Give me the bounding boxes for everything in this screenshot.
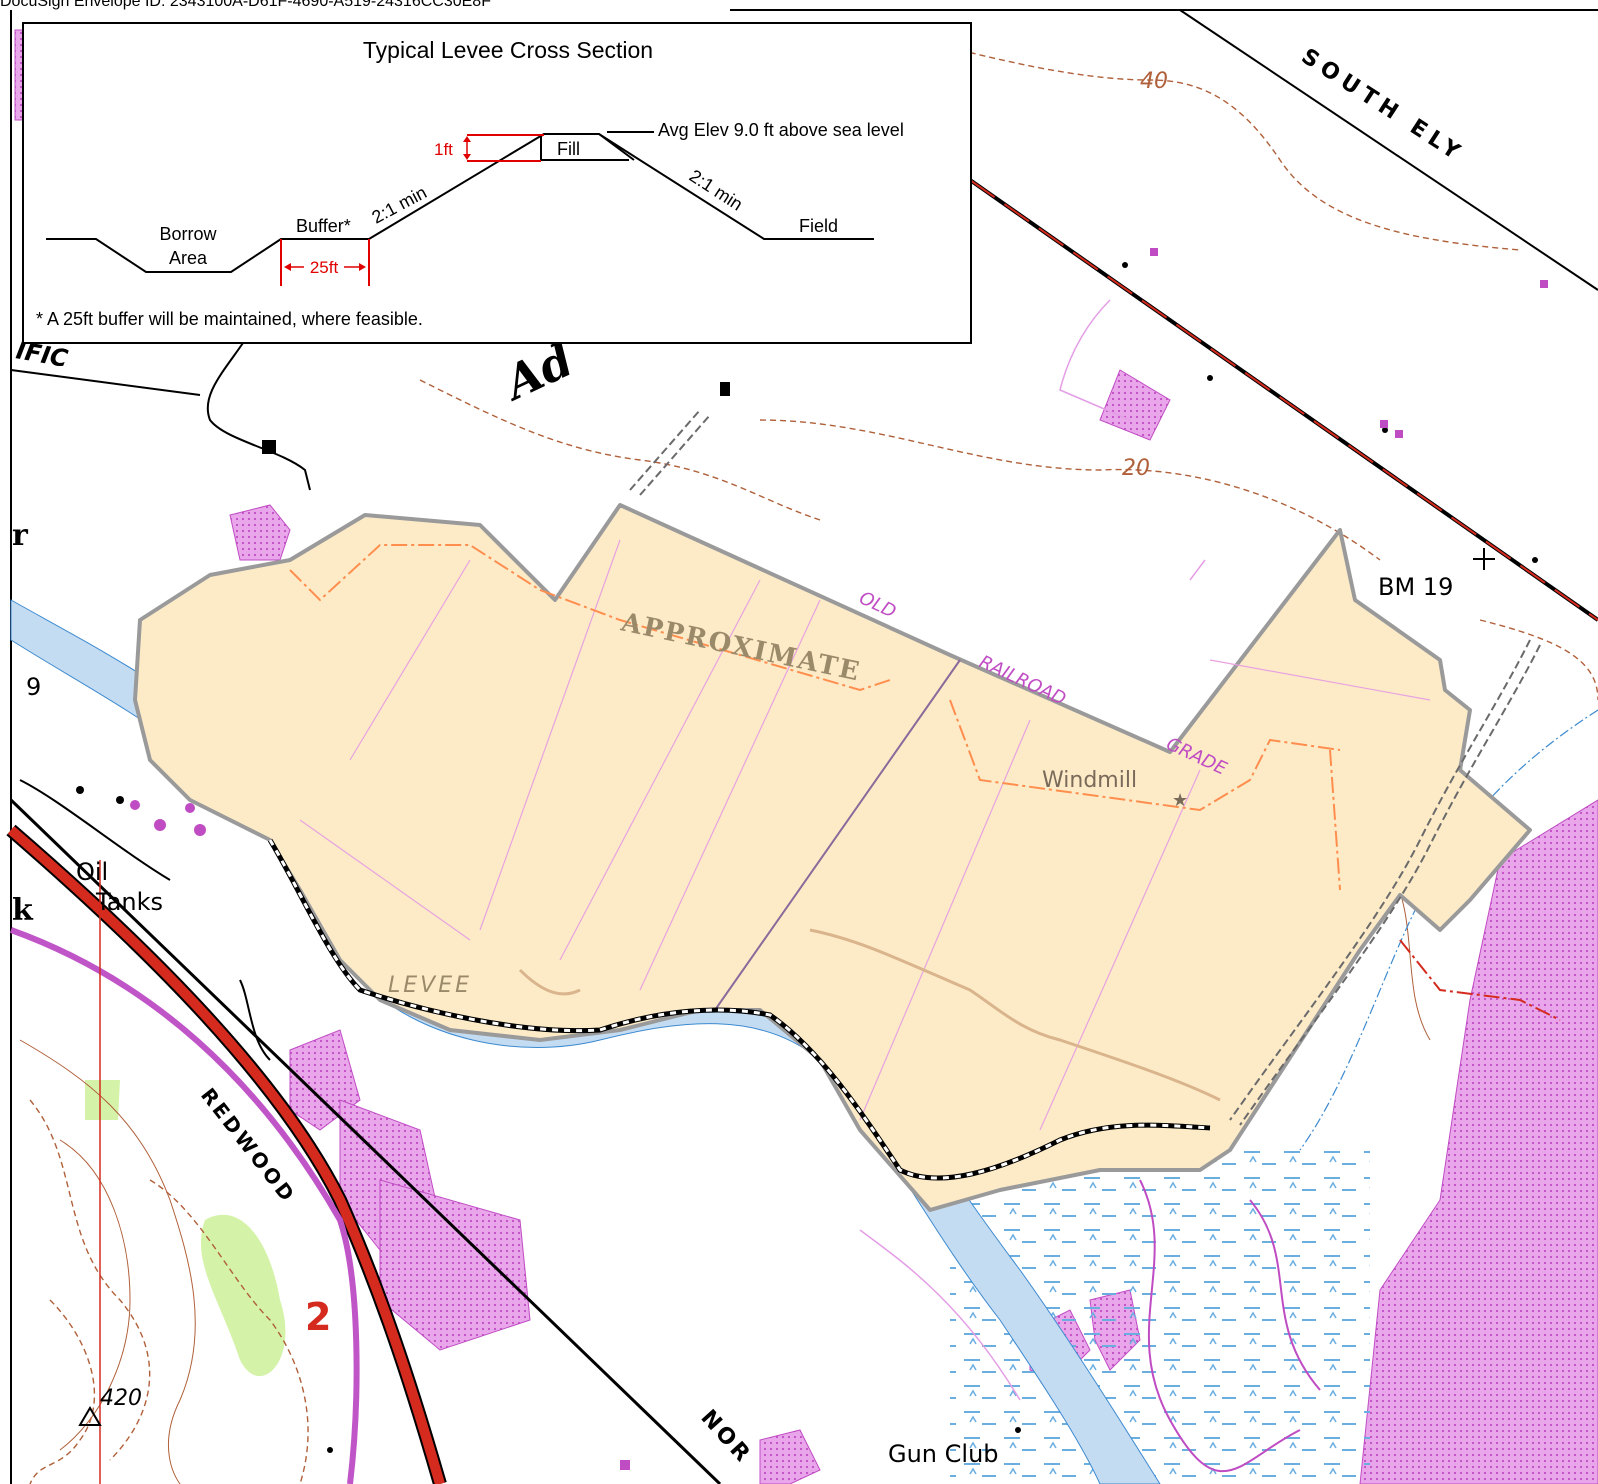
fill-box xyxy=(540,133,545,160)
parcel-divider xyxy=(714,659,961,1011)
stream-right xyxy=(1299,709,1598,1151)
field-lines xyxy=(299,539,1431,1131)
arrow-left-icon xyxy=(284,263,291,271)
label-tanks: Tanks xyxy=(95,888,163,916)
inset-title: Typical Levee Cross Section xyxy=(363,37,653,63)
field-label: Field xyxy=(799,216,838,236)
avg-elev-label: Avg Elev 9.0 ft above sea level xyxy=(658,120,904,140)
envelope-id: DocuSign Envelope ID: 2343100A-D61F-4690… xyxy=(0,0,491,10)
slough-channels xyxy=(518,928,1221,1102)
buffer-label: Buffer* xyxy=(296,216,351,236)
slope-right-label: 2:1 min xyxy=(686,166,746,215)
label-gun-club: Gun Club xyxy=(888,1440,999,1468)
vegetation xyxy=(85,1080,286,1377)
levee-profile xyxy=(46,133,635,273)
peak-triangle-icon xyxy=(78,1406,102,1426)
arrow-up-icon xyxy=(463,136,471,142)
benchmark-icon xyxy=(1473,548,1495,570)
dirt-road xyxy=(629,409,1541,1126)
windmill-icon: ★ xyxy=(1172,790,1188,811)
label-windmill: Windmill xyxy=(1042,768,1137,793)
contour-lines xyxy=(29,49,1598,1484)
highway xyxy=(6,824,447,1484)
pink-buildings xyxy=(130,248,1548,1470)
urban-areas xyxy=(14,29,1598,1484)
trails xyxy=(289,544,1341,891)
label-edge-r: r xyxy=(12,518,29,553)
label-edge-9: 9 xyxy=(26,673,41,701)
label-peak-420: 420 xyxy=(100,1386,142,1411)
buffer-width-label: 25ft xyxy=(310,258,339,277)
borrow-label: Borrow xyxy=(159,224,217,244)
label-adobe: Ad xyxy=(493,332,581,411)
arrow-down-icon xyxy=(463,154,471,160)
minor-roads xyxy=(19,339,311,1061)
pink-roads xyxy=(859,299,1206,1401)
boundary-red xyxy=(1399,939,1561,1021)
label-north: NOR xyxy=(696,1405,757,1469)
one-ft-label: 1ft xyxy=(434,140,453,159)
levee-cross-section-inset: Typical Levee Cross Section Avg Elev 9.0… xyxy=(22,22,972,344)
label-edge-k: k xyxy=(12,893,34,928)
arrow-right-icon xyxy=(359,263,366,271)
label-oil: Oil xyxy=(76,858,108,886)
levee-profile-right xyxy=(598,133,874,240)
area-label: Area xyxy=(169,248,208,268)
buildings xyxy=(76,262,1538,1453)
label-contour-40: 40 xyxy=(1140,69,1168,94)
inset-footnote: * A 25ft buffer will be maintained, wher… xyxy=(36,309,423,329)
label-bm19: BM 19 xyxy=(1378,573,1453,601)
label-route-2: 2 xyxy=(305,1295,331,1339)
fill-label: Fill xyxy=(557,139,580,159)
label-levee: LEVEE xyxy=(388,973,472,998)
label-contour-20: 20 xyxy=(1122,456,1150,481)
railroad-main xyxy=(9,9,1598,1484)
